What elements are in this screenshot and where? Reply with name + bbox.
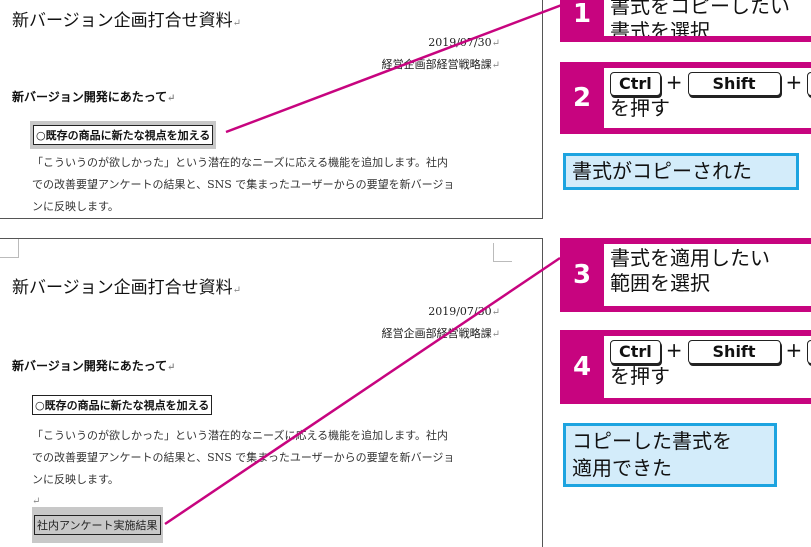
doc-title: 新バージョン企画打合せ資料↵: [12, 278, 242, 298]
selected-item: 社内アンケート実施結果: [34, 515, 161, 535]
ctrl-key: Ctrl: [610, 72, 661, 96]
step-1: 1 書式をコピーしたい書式を選択: [560, 0, 811, 42]
doc-dept: 経営企画部経営戦略課↵: [381, 58, 500, 71]
doc-heading: 新バージョン開発にあたって↵: [12, 359, 176, 373]
ctrl-key: Ctrl: [610, 340, 661, 364]
step-number: 3: [572, 260, 592, 290]
doc-title: 新バージョン企画打合せ資料↵: [12, 11, 242, 31]
paragraph-line: での改善要望アンケートの結果と、SNS で集まったユーザーからの要望を新バージョ: [32, 451, 455, 464]
paragraph-line: ンに反映します。: [32, 473, 119, 486]
boxed-item: ○既存の商品に新たな視点を加える: [32, 395, 213, 415]
selected-format-target[interactable]: 社内アンケート実施結果: [32, 507, 163, 543]
step-number: 4: [572, 352, 592, 382]
empty-paragraph-mark: ↵: [32, 496, 41, 507]
step-text: Ctrl+Shift+Vを押す: [604, 336, 811, 398]
note-copied: 書式がコピーされた: [563, 153, 799, 190]
step-number: 1: [572, 0, 592, 29]
v-key: V: [807, 340, 811, 364]
shift-key: Shift: [687, 340, 781, 364]
doc-paragraph: 「こういうのが欲しかった」という潜在的なニーズに応える機能を追加します。社内 で…: [32, 425, 492, 513]
document-bottom: 新バージョン企画打合せ資料↵ 2019/07/30↵ 経営企画部経営戦略課↵ 新…: [0, 238, 543, 547]
c-key: C: [807, 72, 811, 96]
boxed-item: ○既存の商品に新たな視点を加える: [33, 125, 214, 145]
step-text: 書式を適用したい範囲を選択: [604, 244, 811, 306]
paragraph-line: 「こういうのが欲しかった」という潜在的なニーズに応える機能を追加します。社内: [32, 429, 449, 442]
step-2: 2 Ctrl+Shift+Cを押す: [560, 62, 811, 134]
document-top: 新バージョン企画打合せ資料↵ 2019/07/30↵ 経営企画部経営戦略課↵ 新…: [0, 0, 543, 219]
doc-date: 2019/07/30↵: [428, 305, 500, 318]
step-text: 書式をコピーしたい書式を選択: [604, 0, 811, 36]
doc-paragraph: 「こういうのが欲しかった」という潜在的なニーズに応える機能を追加します。社内 で…: [32, 152, 492, 218]
selected-format-source[interactable]: ○既存の商品に新たな視点を加える: [30, 121, 217, 149]
paragraph-line: での改善要望アンケートの結果と、SNS で集まったユーザーからの要望を新バージョ: [32, 178, 455, 191]
doc-heading: 新バージョン開発にあたって↵: [12, 90, 176, 104]
doc-dept: 経営企画部経営戦略課↵: [381, 327, 500, 340]
shift-key: Shift: [687, 72, 781, 96]
paragraph-line: 「こういうのが欲しかった」という潜在的なニーズに応える機能を追加します。社内: [32, 156, 449, 169]
note-applied: コピーした書式を適用できた: [563, 423, 777, 487]
step-text: Ctrl+Shift+Cを押す: [604, 68, 811, 128]
doc-date: 2019/07/30↵: [428, 36, 500, 49]
step-number: 2: [572, 83, 592, 113]
step-4: 4 Ctrl+Shift+Vを押す: [560, 330, 811, 404]
paragraph-line: ンに反映します。: [32, 200, 119, 213]
page-corner-mark: [0, 239, 19, 258]
step-3: 3 書式を適用したい範囲を選択: [560, 238, 811, 312]
page-corner-mark: [493, 243, 512, 262]
